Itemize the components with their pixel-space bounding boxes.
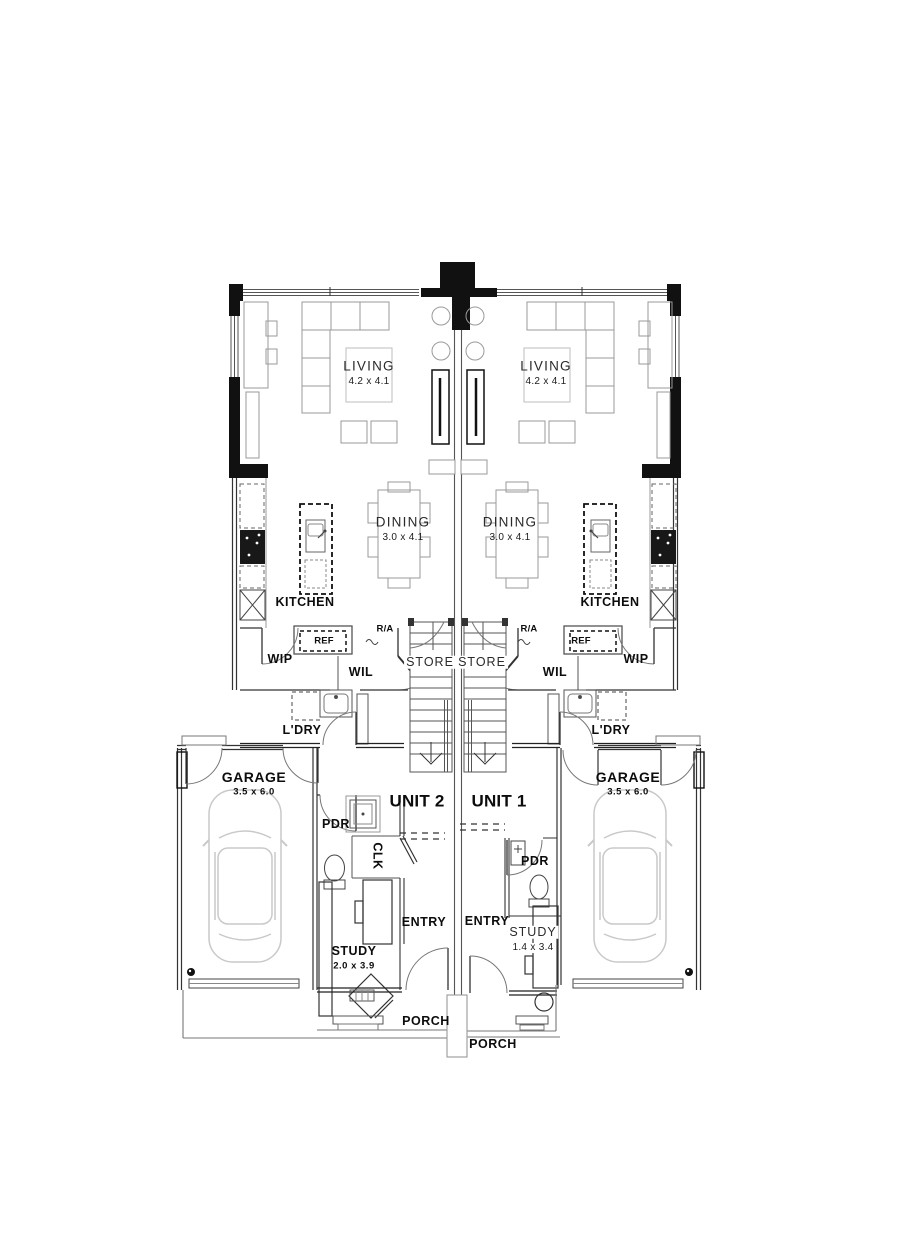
room-label-pdr-u1: PDR xyxy=(521,853,549,868)
room-label-ldry-u1: L'DRY xyxy=(591,722,631,737)
unit1-lower-rooms xyxy=(460,823,561,1031)
unit2-pantry-zone xyxy=(240,625,421,691)
room-label-ref-u2: REF xyxy=(314,635,334,647)
room-label-dining-u1: DINING xyxy=(482,514,538,530)
room-label-wil-u1: WIL xyxy=(542,664,568,679)
room-label-ref-u1: REF xyxy=(571,635,591,647)
room-label-pdr-u2: PDR xyxy=(322,816,350,831)
room-label-study-u2: STUDY xyxy=(331,943,377,958)
room-label-store-u2: STORE xyxy=(404,654,456,669)
unit1-dining-set xyxy=(485,481,549,589)
room-label-ra-u2: R/A xyxy=(376,623,394,635)
room-label-garage-u2: GARAGE xyxy=(221,769,287,785)
unit2-dining-set xyxy=(367,481,431,589)
room-label-store-u1: STORE xyxy=(456,654,508,669)
exterior-walls xyxy=(229,262,681,995)
unit1-laundry xyxy=(547,689,627,746)
room-label-entry-u1: ENTRY xyxy=(464,913,510,928)
unit2-laundry xyxy=(291,689,369,746)
room-label-porch-u2: PORCH xyxy=(402,1013,450,1028)
room-label-entry-u2: ENTRY xyxy=(401,914,447,929)
room-label-porch-u1: PORCH xyxy=(469,1036,517,1051)
mid-front-walls xyxy=(240,742,676,749)
unit2-lower-rooms xyxy=(317,794,449,1031)
porch-site-lines xyxy=(182,985,560,1058)
room-dims-living-u2: 4.2 x 4.1 xyxy=(348,376,390,387)
room-label-ldry-u2: L'DRY xyxy=(282,722,322,737)
room-label-dining-u2: DINING xyxy=(375,514,431,530)
room-label-wil-u2: WIL xyxy=(348,664,374,679)
unit1-title: UNIT 1 xyxy=(471,791,527,811)
unit2-title: UNIT 2 xyxy=(389,791,445,811)
unit2-kitchen xyxy=(239,478,333,628)
room-dims-study-u2: 2.0 x 3.9 xyxy=(333,960,375,972)
unit1-pantry-zone xyxy=(495,625,676,691)
room-label-study-u1: STUDY xyxy=(507,924,559,939)
car-unit2 xyxy=(202,789,288,963)
unit2-living-furniture xyxy=(243,301,451,459)
room-dims-dining-u2: 3.0 x 4.1 xyxy=(382,532,424,543)
room-label-kitchen-u2: KITCHEN xyxy=(275,594,335,609)
party-wall-nib xyxy=(428,459,488,475)
unit2-stairs xyxy=(408,618,454,773)
room-label-living-u1: LIVING xyxy=(520,358,572,374)
room-dims-garage-u1: 3.5 x 6.0 xyxy=(607,786,649,798)
room-label-ra-u1: R/A xyxy=(520,623,538,635)
unit1-kitchen xyxy=(583,478,677,628)
room-label-clk-u2: CLK xyxy=(370,842,385,870)
room-dims-study-u1: 1.4 x 3.4 xyxy=(510,942,556,953)
room-dims-living-u1: 4.2 x 4.1 xyxy=(525,376,567,387)
unit1-garage xyxy=(556,735,705,990)
room-label-wip-u1: WIP xyxy=(623,651,649,666)
room-label-wip-u2: WIP xyxy=(267,651,293,666)
room-dims-dining-u1: 3.0 x 4.1 xyxy=(489,532,531,543)
room-label-kitchen-u1: KITCHEN xyxy=(580,594,640,609)
unit1-living-furniture xyxy=(465,301,673,459)
room-label-living-u2: LIVING xyxy=(343,358,395,374)
room-dims-garage-u2: 3.5 x 6.0 xyxy=(233,786,275,798)
car-unit1 xyxy=(587,789,673,963)
unit2-garage xyxy=(176,735,319,990)
room-label-garage-u1: GARAGE xyxy=(595,769,661,785)
unit1-stairs xyxy=(462,618,508,773)
